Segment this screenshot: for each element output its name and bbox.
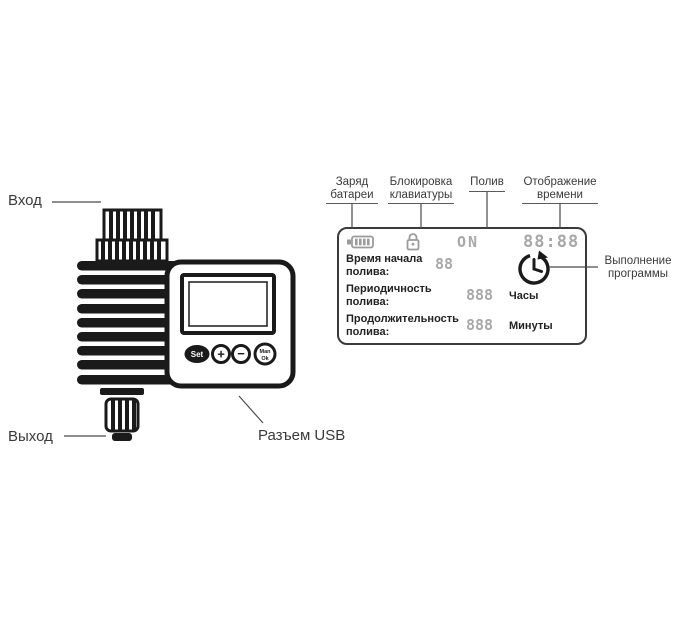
keylock-callout-line1: Блокировка xyxy=(389,176,453,188)
frequency-label-line2: полива: xyxy=(346,295,390,308)
duration-label-line1: Продолжительность xyxy=(346,313,459,325)
battery-icon xyxy=(347,235,374,249)
minus-button-label: − xyxy=(237,346,245,361)
control-panel: Set + − Man Ok xyxy=(164,259,296,389)
battery-callout: Заряд батареи xyxy=(326,176,378,204)
start-time-label-line1: Время начала xyxy=(346,253,423,265)
watering-callout-text: Полив xyxy=(470,176,504,188)
minus-button xyxy=(231,344,251,364)
man-label: Man xyxy=(260,349,272,355)
program-callout-line1: Выполнение xyxy=(604,255,672,267)
ok-label: Ok xyxy=(261,356,269,362)
frequency-digits: 888 xyxy=(466,286,494,304)
on-indicator: ON xyxy=(457,233,480,251)
duration-label: Продолжительность полива: xyxy=(346,313,459,338)
man-ok-button xyxy=(253,342,277,366)
keylock-callout-line2: клавиатуры xyxy=(389,188,453,201)
clock-digits: 88:88 xyxy=(523,232,580,252)
start-time-label: Время начала полива: xyxy=(346,253,422,278)
inlet-connector xyxy=(95,208,169,263)
outlet-connector xyxy=(100,388,144,441)
plus-button xyxy=(211,344,231,364)
frequency-label: Периодичность полива: xyxy=(346,283,432,308)
output-label: Выход xyxy=(8,428,53,445)
hours-unit-label: Часы xyxy=(509,290,539,302)
duration-digits: 888 xyxy=(466,316,494,334)
watering-callout: Полив xyxy=(469,176,505,192)
keylock-callout: Блокировка клавиатуры xyxy=(388,176,454,204)
keypad-lock-icon xyxy=(406,233,420,251)
duration-label-line2: полива: xyxy=(346,325,390,338)
timer-device-illustration: Set + − Man Ok xyxy=(77,208,296,441)
set-button-label: Set xyxy=(191,350,204,359)
lcd-panel: ON 88:88 Время начала полива: 88 Периоди… xyxy=(337,227,587,345)
start-time-label-line2: полива: xyxy=(346,265,390,278)
plus-button-label: + xyxy=(217,347,225,362)
program-callout: Выполнение программы xyxy=(600,255,676,282)
battery-callout-line1: Заряд xyxy=(335,176,369,188)
program-callout-line2: программы xyxy=(607,267,669,280)
start-time-digits: 88 xyxy=(435,255,454,273)
time-display-callout: Отображение времени xyxy=(522,176,598,204)
frequency-label-line1: Периодичность xyxy=(346,283,432,295)
set-button xyxy=(184,345,210,363)
program-execution-icon xyxy=(518,250,550,285)
time-callout-line1: Отображение xyxy=(523,176,597,188)
battery-callout-line2: батареи xyxy=(330,188,374,201)
minutes-unit-label: Минуты xyxy=(509,320,553,332)
usb-label: Разъем USB xyxy=(258,427,346,444)
ribbed-body xyxy=(77,261,181,385)
time-callout-line2: времени xyxy=(537,188,583,201)
input-label: Вход xyxy=(8,192,42,209)
